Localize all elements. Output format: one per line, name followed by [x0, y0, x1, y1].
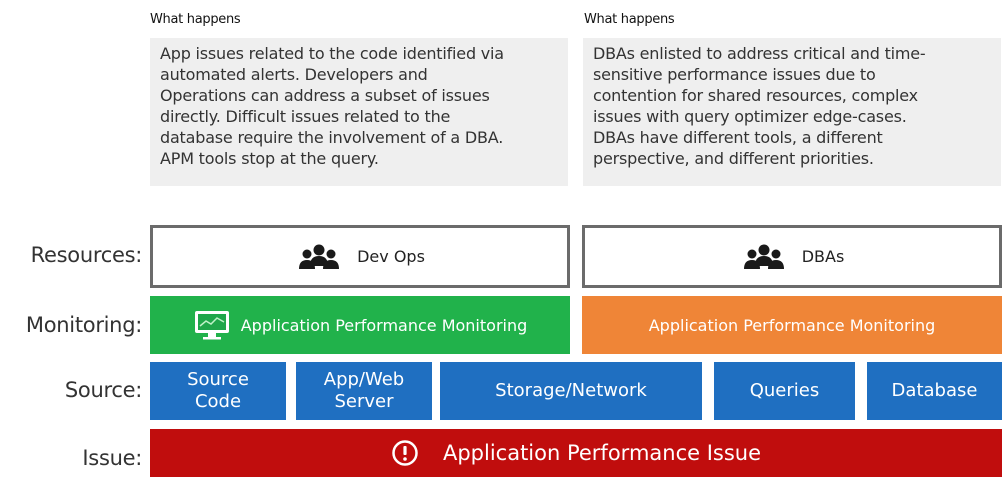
desc-line: database require the involvement of a DB…	[160, 128, 504, 147]
source-line: Storage/Network	[495, 380, 647, 401]
desc-line: issues with query optimizer edge-cases.	[593, 107, 907, 126]
apm-dba-label: Application Performance Monitoring	[648, 315, 936, 335]
desc-line: sensitive performance issues due to	[593, 65, 876, 84]
desc-line: DBAs have different tools, a different	[593, 128, 883, 147]
left-description: App issues related to the code identifie…	[150, 38, 568, 186]
row-label-monitoring: Monitoring:	[25, 313, 142, 337]
desc-line: contention for shared resources, complex	[593, 86, 918, 105]
people-group-icon	[740, 244, 788, 270]
apm-devops-box: Application Performance Monitoring	[150, 296, 570, 354]
desc-line: App issues related to the code identifie…	[160, 44, 504, 63]
apm-dba-box: Application Performance Monitoring	[582, 296, 1002, 354]
desc-line: perspective, and different priorities.	[593, 149, 874, 168]
devops-label: Dev Ops	[357, 247, 425, 266]
dbas-box: DBAs	[582, 225, 1002, 288]
desc-line: DBAs enlisted to address critical and ti…	[593, 44, 926, 63]
queries-box: Queries	[714, 362, 855, 420]
desc-line: Operations can address a subset of issue…	[160, 86, 490, 105]
app-web-server-box: App/Web Server	[296, 362, 432, 420]
right-heading: What happens	[584, 12, 675, 27]
source-line: App/Web	[323, 369, 405, 390]
source-line: Queries	[749, 380, 820, 401]
desc-line: APM tools stop at the query.	[160, 149, 379, 168]
devops-box: Dev Ops	[150, 225, 570, 288]
monitor-chart-icon	[193, 309, 231, 341]
source-line: Source	[187, 369, 249, 390]
source-line: Code	[194, 391, 242, 412]
right-description: DBAs enlisted to address critical and ti…	[583, 38, 1001, 186]
apm-devops-label: Application Performance Monitoring	[240, 315, 528, 335]
row-label-resources: Resources:	[30, 243, 143, 267]
issue-box: Application Performance Issue	[150, 429, 1002, 477]
source-line: Server	[334, 391, 394, 412]
storage-network-box: Storage/Network	[440, 362, 702, 420]
source-line: Database	[891, 380, 978, 401]
alert-circle-icon	[391, 439, 419, 467]
people-group-icon	[295, 244, 343, 270]
database-box: Database	[867, 362, 1002, 420]
left-heading: What happens	[150, 12, 241, 27]
row-label-issue: Issue:	[82, 446, 142, 470]
source-code-box: Source Code	[150, 362, 286, 420]
issue-label: Application Performance Issue	[442, 441, 762, 465]
row-label-source: Source:	[64, 378, 142, 402]
dbas-label: DBAs	[801, 247, 845, 266]
desc-line: automated alerts. Developers and	[160, 65, 428, 84]
desc-line: directly. Difficult issues related to th…	[160, 107, 451, 126]
